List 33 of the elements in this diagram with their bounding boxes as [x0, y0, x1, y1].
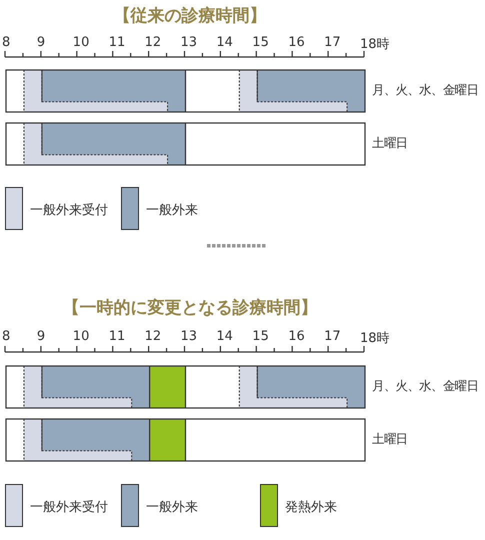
row-label: 月、火、水、金曜日 — [372, 378, 478, 395]
legend-label: 一般外来受付 — [30, 499, 108, 516]
axis-tick-label: 9 — [36, 35, 46, 50]
axis-tick-label: 12 — [144, 35, 162, 50]
legend-label: 一般外来 — [146, 499, 198, 516]
axis-tick-label: 15 — [252, 35, 269, 50]
heading: 【従来の診療時間】 — [112, 5, 268, 27]
axis-tick-label: 8 — [2, 329, 10, 344]
axis-tick-label: 12 — [144, 329, 162, 344]
axis-tick-label: 13 — [180, 329, 198, 344]
axis-tick-label: 17 — [324, 35, 341, 50]
axis-tick-label: 14 — [216, 329, 233, 344]
axis-tick-label: 15 — [252, 329, 269, 344]
legend-label: 発熱外来 — [285, 499, 337, 516]
axis-tick-label: 11 — [108, 35, 126, 50]
legend-label: 一般外来 — [146, 202, 198, 219]
axis-tick-label: 10 — [72, 329, 90, 344]
axis-tick-label: 16 — [288, 35, 305, 50]
axis-tick-label: 18時 — [360, 330, 390, 347]
row-label: 土曜日 — [372, 135, 408, 152]
axis-tick-label: 8 — [2, 35, 10, 50]
axis-tick-label: 17 — [324, 329, 341, 344]
axis-tick-label: 18時 — [360, 36, 390, 53]
row-label: 土曜日 — [372, 431, 408, 448]
axis-tick-label: 11 — [108, 329, 126, 344]
row-label: 月、火、水、金曜日 — [372, 82, 478, 99]
heading: 【一時的に変更となる診療時間】 — [62, 297, 318, 319]
legend-label: 一般外来受付 — [30, 202, 108, 219]
axis-tick-label: 16 — [288, 329, 305, 344]
axis-tick-label: 9 — [36, 329, 46, 344]
axis-tick-label: 13 — [180, 35, 198, 50]
axis-tick-label: 14 — [216, 35, 233, 50]
axis-tick-label: 10 — [72, 35, 90, 50]
